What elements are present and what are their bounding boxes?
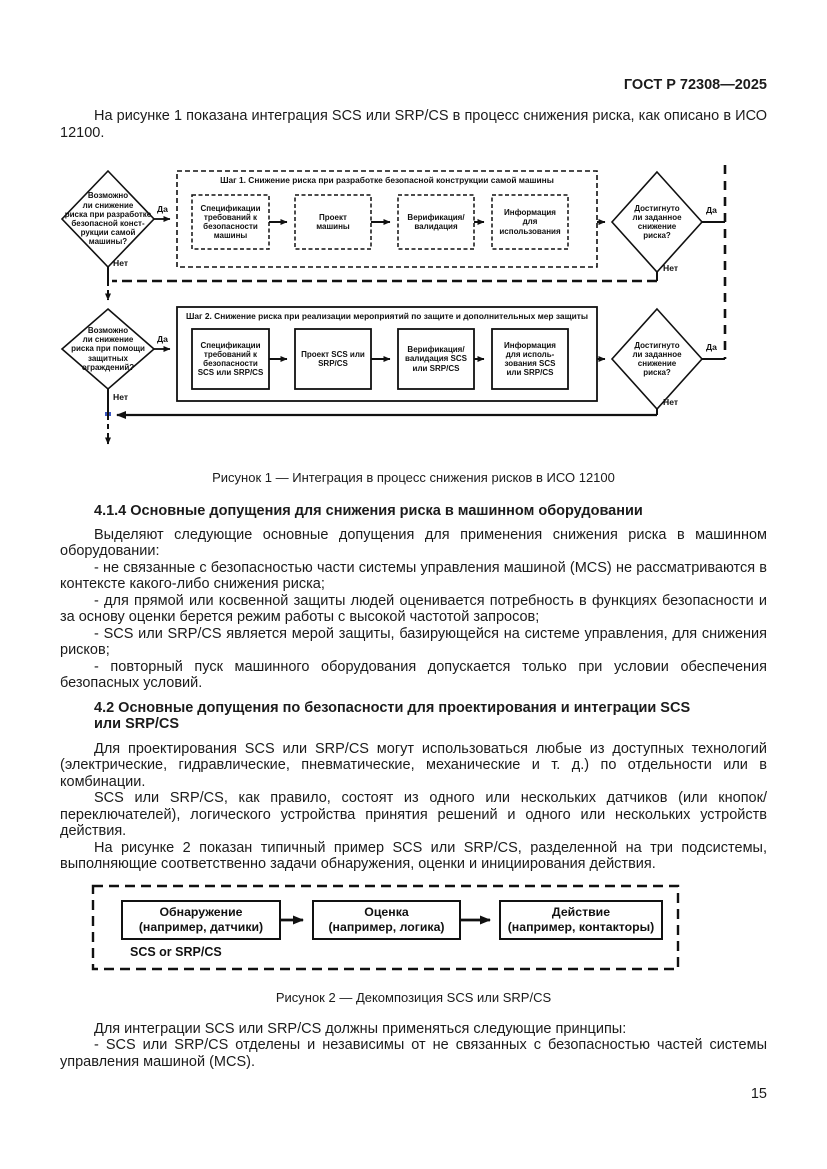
figure2-caption: Рисунок 2 — Декомпозиция SCS или SRP/CS [275,989,552,1005]
decision-achieved1-label: Достигнуто ли заданное снижение риска? [632,203,682,241]
step1-box-spec: Спецификации требований к безопасности м… [200,203,261,241]
step2-title: Шаг 2. Снижение риска при реализации мер… [185,311,589,321]
figure2-wrapper: Обнаружение (например, датчики) Оценка (… [60,884,767,976]
section-414-intro: Выделяют следующие основные допущения дл… [60,526,767,560]
content-column: ГОСТ Р 72308—2025 На рисунке 1 показана … [60,0,767,1102]
bullet-protection: - для прямой или косвенной защиты людей … [60,592,767,626]
step2-box-verification: Верификация/ валидация SCS или SRP/CS [405,345,467,373]
no-label-4: Нет [663,397,679,407]
scs-or-srpcs-label: SCS or SRP/CS [130,944,222,959]
step1-box-design: Проект машины [316,212,350,231]
yes-label-3: Да [157,334,168,344]
intro-paragraph: На рисунке 1 показана интеграция SCS или… [60,108,767,141]
figure2-box-evaluation: Оценка (например, логика) [328,904,445,934]
yes-label-4: Да [706,342,717,352]
scs-boundary-shape [91,884,680,970]
section-42-p1: Для проектирования SCS или SRP/CS могут … [60,740,767,790]
figure1-flowchart: Возможно ли снижение риска при разработк… [60,157,767,457]
page-number: 15 [750,1086,767,1102]
figure1-diagram-svg [60,165,727,445]
yes-label-2: Да [706,205,717,215]
heading-4-2: 4.2 Основные допущения по безопасности д… [94,699,691,733]
document-number: ГОСТ Р 72308—2025 [623,77,767,93]
section-42-p3: На рисунке 2 показан типичный пример SCS… [60,839,767,873]
figure2-box-action: Действие (например, контакторы) [507,904,655,934]
section-42-p2: SCS или SRP/CS, как правило, состоят из … [60,790,767,839]
figure1-caption: Рисунок 1 — Интеграция в процесс снижени… [212,470,615,485]
figure2-flowchart: Обнаружение (например, датчики) Оценка (… [60,884,767,976]
no-label-3: Нет [113,392,129,402]
step1-container-shape [176,170,598,268]
closing-bullet: - SCS или SRP/CS отделены и независимы о… [60,1037,767,1070]
bullet-scs-measure: - SCS или SRP/CS является мерой защиты, … [60,625,767,659]
decision-achieved2-label: Достигнуто ли заданное снижение риска? [632,340,682,378]
no-label-2: Нет [663,263,679,273]
step2-box-design: Проект SCS или SRP/CS [301,349,365,368]
step1-title: Шаг 1. Снижение риска при разработке без… [220,175,554,185]
closing-paragraph: Для интеграции SCS или SRP/CS должны при… [94,1020,627,1037]
step2-container-shape [176,306,598,402]
bullet-mcs: - не связанные с безопасностью части сис… [60,559,767,593]
yes-label-1: Да [157,204,168,214]
no-label-1: Нет [113,258,129,268]
step2-box-spec: Спецификации требований к безопасности S… [197,340,264,378]
step1-box-information: Информация для использования [499,208,561,236]
step1-box-verification: Верификация/ валидация [407,212,465,231]
heading-4-1-4: 4.1.4 Основные допущения для снижения ри… [94,503,643,519]
step2-box-information: Информация для исполь- зования SCS или S… [504,340,556,378]
bullet-restart: - повторный пуск машинного оборудования … [60,658,767,692]
figure2-diagram-svg [91,884,680,970]
decision-guard-label: Возможно ли снижение риска при помощи за… [71,325,145,372]
decision-design-label: Возможно ли снижение риска при разработк… [64,191,152,247]
figure2-box-detection: Обнаружение (например, датчики) [138,904,264,934]
